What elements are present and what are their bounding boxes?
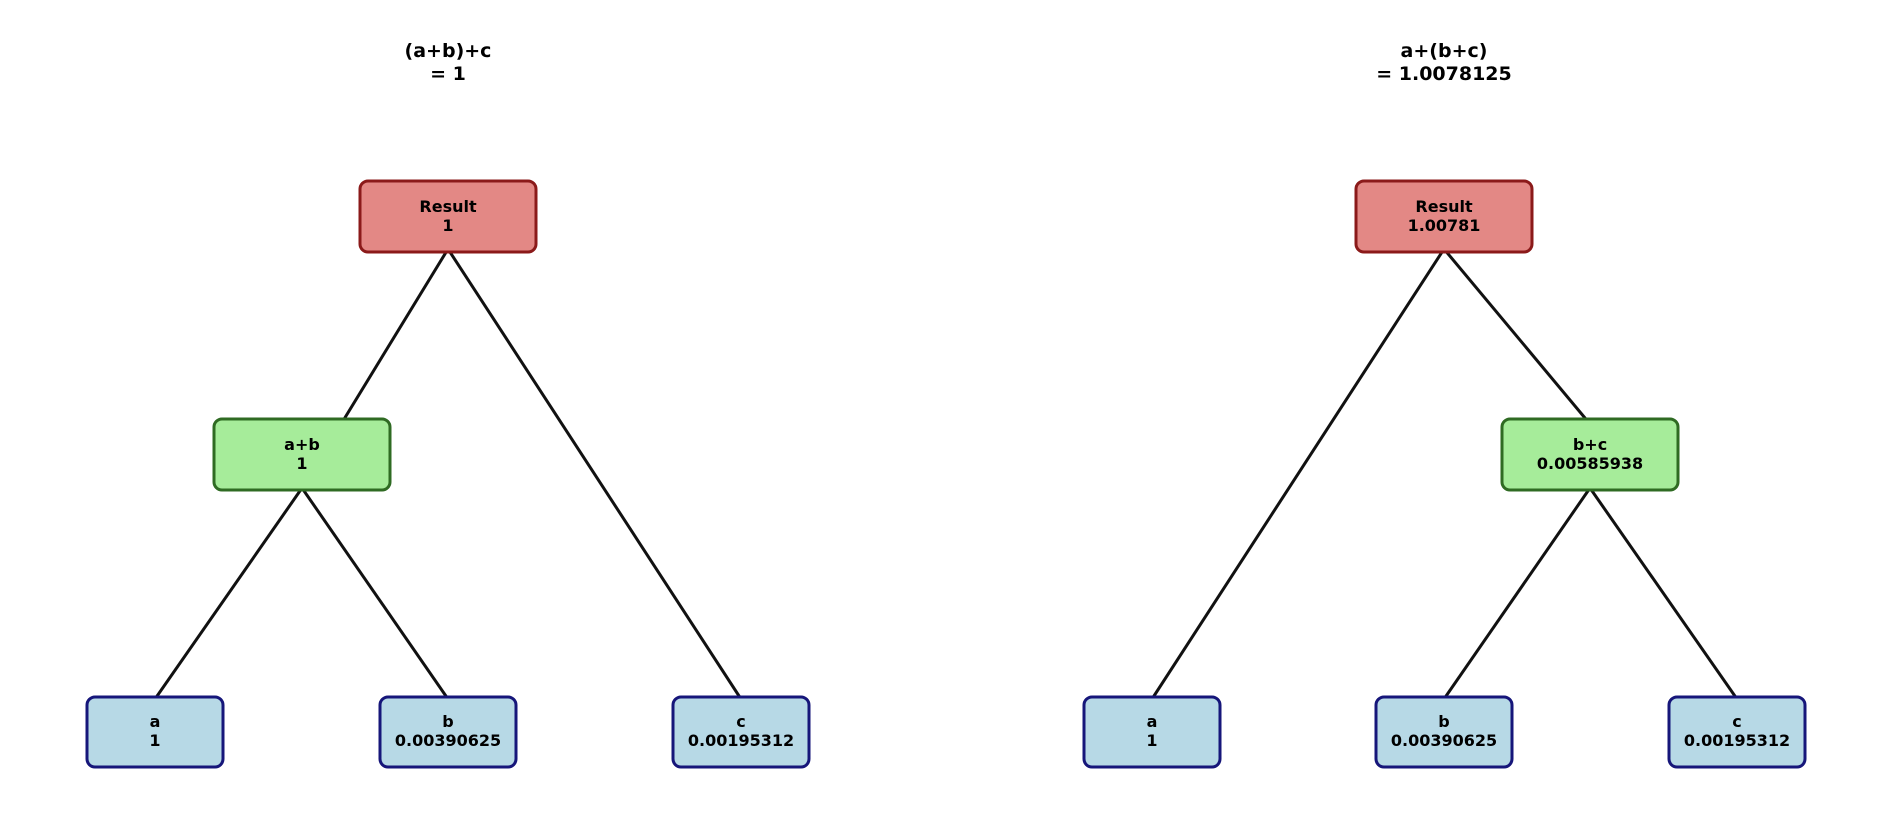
node-c-label: c (1732, 712, 1741, 731)
edge-mid-to-b (300, 487, 450, 700)
node-b: b 0.00390625 (378, 695, 518, 769)
node-result-value: 1.00781 (1408, 216, 1481, 235)
node-result-label: Result (1415, 197, 1473, 216)
tree-right-title-line2: = 1.0078125 (1376, 63, 1512, 85)
edge-result-to-c (446, 248, 743, 700)
node-b-value: 0.00390625 (395, 731, 501, 750)
node-mid-label: a+b (284, 435, 320, 454)
node-c-value: 0.00195312 (688, 731, 794, 750)
node-mid-label: b+c (1573, 435, 1607, 454)
tree-right: a+(b+c) = 1.0078125 Result 1.00781 b+c 0… (1082, 40, 1807, 769)
node-c: c 0.00195312 (671, 695, 811, 769)
node-c-value: 0.00195312 (1684, 731, 1790, 750)
node-a-label: a (1147, 712, 1158, 731)
node-mid-value: 1 (296, 454, 307, 473)
edge-result-to-a (1150, 248, 1446, 700)
edge-mid-to-a (153, 487, 304, 700)
tree-left-title-line2: = 1 (430, 63, 466, 85)
node-result: Result 1 (358, 179, 538, 254)
node-a: a 1 (1082, 695, 1222, 769)
tree-right-title-line1: a+(b+c) (1401, 40, 1488, 62)
node-c: c 0.00195312 (1667, 695, 1807, 769)
tree-left: (a+b)+c = 1 Result 1 a+b 1 a 1 b 0.00390… (85, 40, 811, 769)
node-a-value: 1 (149, 731, 160, 750)
node-result-label: Result (419, 197, 477, 216)
tree-right-edges (1150, 248, 1739, 700)
node-a-label: a (150, 712, 161, 731)
node-a: a 1 (85, 695, 225, 769)
node-result: Result 1.00781 (1354, 179, 1534, 254)
node-mid-value: 0.00585938 (1537, 454, 1643, 473)
node-b-label: b (1438, 712, 1449, 731)
node-b-label: b (442, 712, 453, 731)
node-result-value: 1 (442, 216, 453, 235)
tree-left-title-line1: (a+b)+c (405, 40, 492, 62)
edge-result-to-mid (1442, 248, 1592, 425)
node-a-value: 1 (1146, 731, 1157, 750)
node-c-label: c (736, 712, 745, 731)
node-b-plus-c: b+c 0.00585938 (1500, 417, 1680, 492)
edge-mid-to-b (1442, 487, 1592, 700)
edge-mid-to-c (1588, 487, 1739, 700)
node-b: b 0.00390625 (1374, 695, 1514, 769)
node-a-plus-b: a+b 1 (212, 417, 392, 492)
node-b-value: 0.00390625 (1391, 731, 1497, 750)
